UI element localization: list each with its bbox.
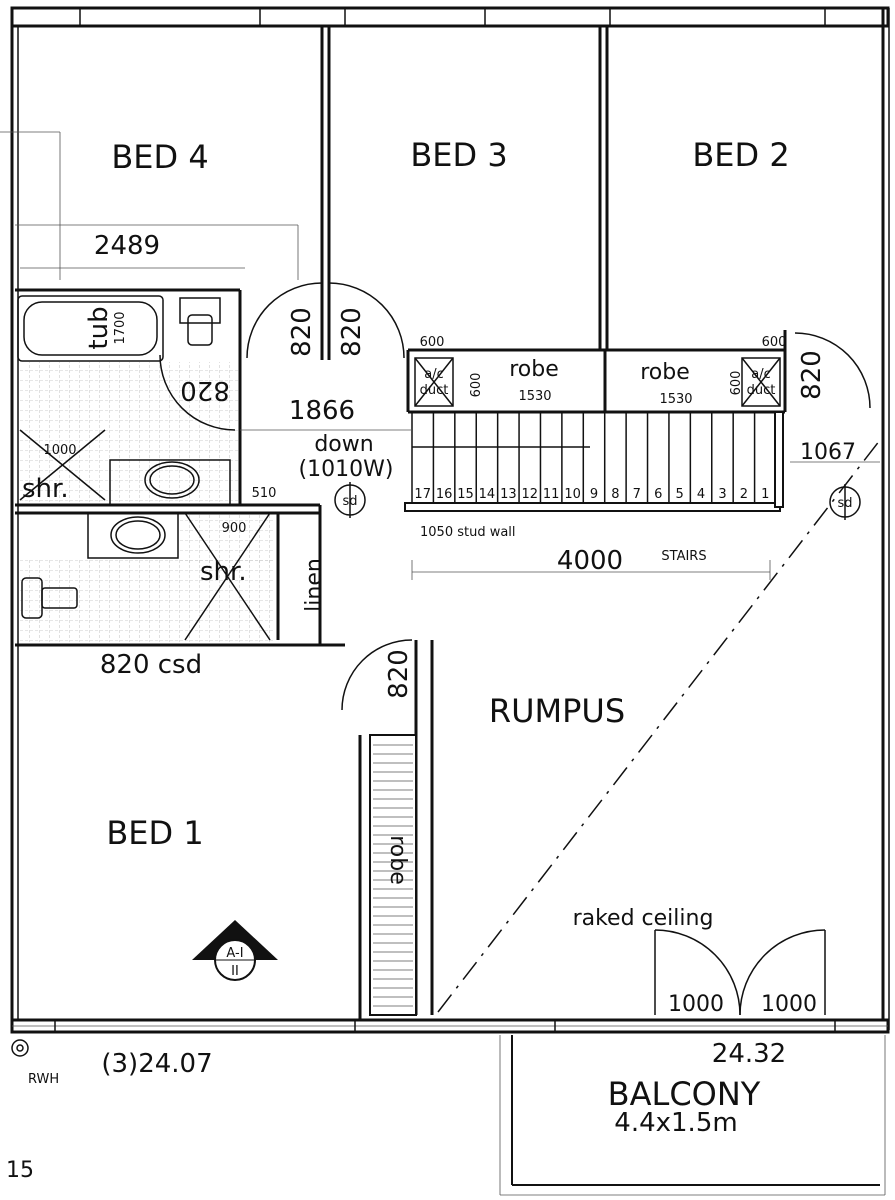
robe-label: robe bbox=[385, 835, 410, 885]
stair-number: 10 bbox=[564, 487, 581, 502]
stair-number: 2 bbox=[740, 487, 748, 502]
dim-4000: 4000 bbox=[557, 546, 623, 576]
stair-number: 14 bbox=[479, 487, 496, 502]
room-bed1: BED 1 bbox=[106, 814, 203, 852]
fixtures bbox=[17, 295, 271, 641]
stair-number: 11 bbox=[543, 487, 560, 502]
stud-wall-label: 1050 stud wall bbox=[420, 525, 516, 540]
sd-label: sd bbox=[837, 496, 852, 511]
shower-label: shr. bbox=[22, 474, 69, 504]
dim-door-bed3: 820 bbox=[337, 307, 367, 357]
section-marker-top: A-I bbox=[226, 946, 243, 961]
section-marker-bottom: II bbox=[231, 964, 239, 979]
stair-number: 5 bbox=[676, 487, 684, 502]
dim-1530: 1530 bbox=[518, 389, 551, 404]
room-bed3: BED 3 bbox=[410, 136, 507, 174]
staircase bbox=[404, 411, 784, 512]
shower-label: shr. bbox=[200, 557, 247, 587]
stair-number: 1 bbox=[761, 487, 769, 502]
stairs-width-label: (1010W) bbox=[299, 457, 394, 482]
robe-bed1-hatch bbox=[369, 734, 417, 1016]
dimension-labels: 2489 820 820 820 1866 510 1000 900 820 c… bbox=[6, 231, 856, 1183]
outer-walls bbox=[10, 6, 890, 1034]
dim-1067: 1067 bbox=[800, 440, 856, 465]
dim-door-bed2: 820 bbox=[797, 350, 827, 400]
dim-1530: 1530 bbox=[659, 392, 692, 407]
dim-600: 600 bbox=[469, 373, 484, 398]
ac-duct-label: a/c bbox=[751, 367, 771, 382]
rwh-label: RWH bbox=[28, 1072, 59, 1087]
dim-1000: 1000 bbox=[43, 443, 76, 458]
dim-2489: 2489 bbox=[94, 231, 160, 261]
stair-number: 17 bbox=[414, 487, 431, 502]
ac-duct-label: duct bbox=[420, 383, 449, 398]
tub-length: 1700 bbox=[113, 311, 128, 344]
stair-number: 8 bbox=[611, 487, 619, 502]
rwh-icon bbox=[11, 1039, 29, 1057]
dim-balcony-door: 1000 bbox=[668, 992, 724, 1017]
sd-label: sd bbox=[342, 494, 357, 509]
dim-balcony-door: 1000 bbox=[761, 992, 817, 1017]
dim-600: 600 bbox=[420, 335, 445, 350]
balcony-size: 4.4x1.5m bbox=[614, 1108, 737, 1138]
stairs-label: STAIRS bbox=[661, 549, 706, 564]
stair-number: 4 bbox=[697, 487, 705, 502]
ac-duct-label: duct bbox=[747, 383, 776, 398]
stairs-down-label: down bbox=[314, 432, 373, 457]
door-swings bbox=[159, 282, 871, 1016]
stair-number: 7 bbox=[633, 487, 641, 502]
dim-door-bath: 820 bbox=[180, 375, 230, 405]
robe-label: robe bbox=[640, 360, 690, 385]
smoke-detector-icon bbox=[334, 482, 366, 518]
bathroom-tiles bbox=[20, 362, 275, 642]
dim-1866: 1866 bbox=[289, 396, 355, 426]
level-left: (3)24.07 bbox=[101, 1049, 212, 1079]
linen-label: linen bbox=[302, 558, 327, 612]
room-labels: BED 4 BED 3 BED 2 BED 1 RUMPUS BALCONY 4… bbox=[22, 136, 853, 1138]
stair-number: 6 bbox=[654, 487, 662, 502]
stair-number: 15 bbox=[457, 487, 474, 502]
dimension-lines bbox=[0, 131, 886, 1196]
dim-600: 600 bbox=[729, 371, 744, 396]
smoke-detector-icon bbox=[829, 484, 861, 520]
dim-820-csd: 820 csd bbox=[100, 650, 202, 680]
ac-duct-label: a/c bbox=[424, 367, 444, 382]
room-rumpus: RUMPUS bbox=[489, 692, 625, 730]
dim-600: 600 bbox=[762, 335, 787, 350]
dim-door-bed1: 820 bbox=[384, 649, 414, 699]
stair-number: 3 bbox=[718, 487, 726, 502]
room-bed2: BED 2 bbox=[692, 136, 789, 174]
dim-510: 510 bbox=[252, 486, 277, 501]
dim-900: 900 bbox=[222, 521, 247, 536]
stair-number: 9 bbox=[590, 487, 598, 502]
room-balcony: BALCONY bbox=[608, 1075, 761, 1113]
section-marker-icon: A-I II bbox=[192, 920, 278, 981]
level-balcony: 24.32 bbox=[712, 1039, 786, 1069]
windows-top bbox=[54, 7, 836, 1033]
robe-label: robe bbox=[509, 357, 559, 382]
tub-label: tub bbox=[84, 306, 114, 349]
stair-number: 12 bbox=[521, 487, 538, 502]
stair-number: 13 bbox=[500, 487, 517, 502]
raked-ceiling-label: raked ceiling bbox=[573, 906, 714, 931]
room-bed4: BED 4 bbox=[111, 138, 208, 176]
dim-15: 15 bbox=[6, 1158, 34, 1183]
stair-number: 16 bbox=[436, 487, 453, 502]
dim-door-bed4: 820 bbox=[287, 307, 317, 357]
ac-ducts bbox=[414, 357, 781, 407]
